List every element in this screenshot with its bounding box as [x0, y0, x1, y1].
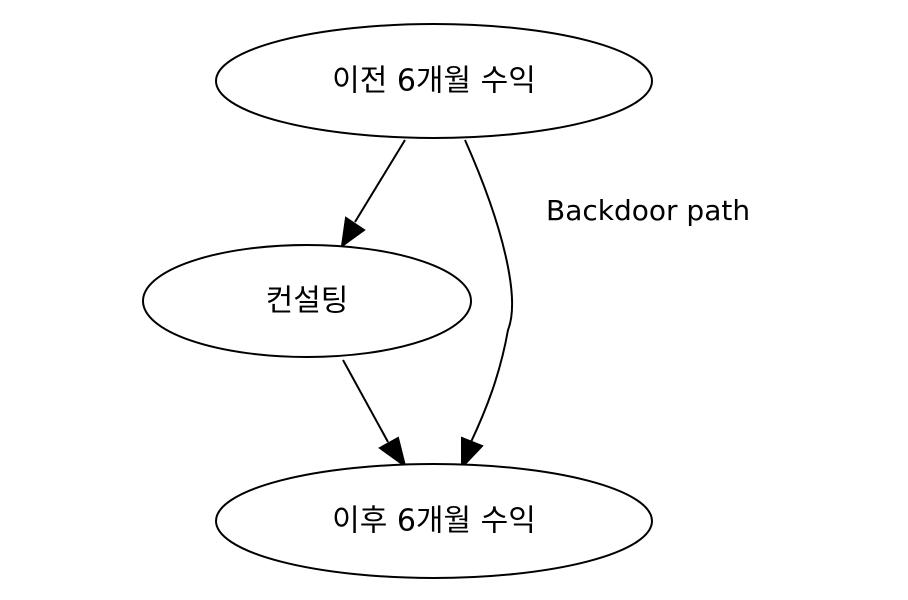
edge-line: [354, 139, 406, 223]
node-before-revenue: 이전 6개월 수익: [215, 23, 653, 139]
edge-line: [342, 359, 389, 443]
edge-before-to-after-backdoor: Backdoor path: [461, 139, 750, 470]
node-label: 이전 6개월 수익: [332, 64, 536, 99]
arrowhead: [340, 216, 366, 249]
node-consulting: 컨설팅: [142, 244, 472, 358]
edge-consulting-to-after: [342, 359, 407, 469]
arrowhead: [461, 436, 484, 470]
edge-before-to-consulting: [340, 139, 406, 249]
edge-line: [464, 139, 513, 443]
node-ellipse: [215, 23, 653, 139]
node-label: 이후 6개월 수익: [332, 504, 536, 539]
backdoor-path-label: Backdoor path: [546, 194, 750, 227]
arrowhead: [378, 436, 407, 469]
node-after-revenue: 이후 6개월 수익: [215, 463, 653, 579]
node-label: 컨설팅: [266, 284, 349, 319]
node-ellipse: [142, 244, 472, 358]
node-ellipse: [215, 463, 653, 579]
